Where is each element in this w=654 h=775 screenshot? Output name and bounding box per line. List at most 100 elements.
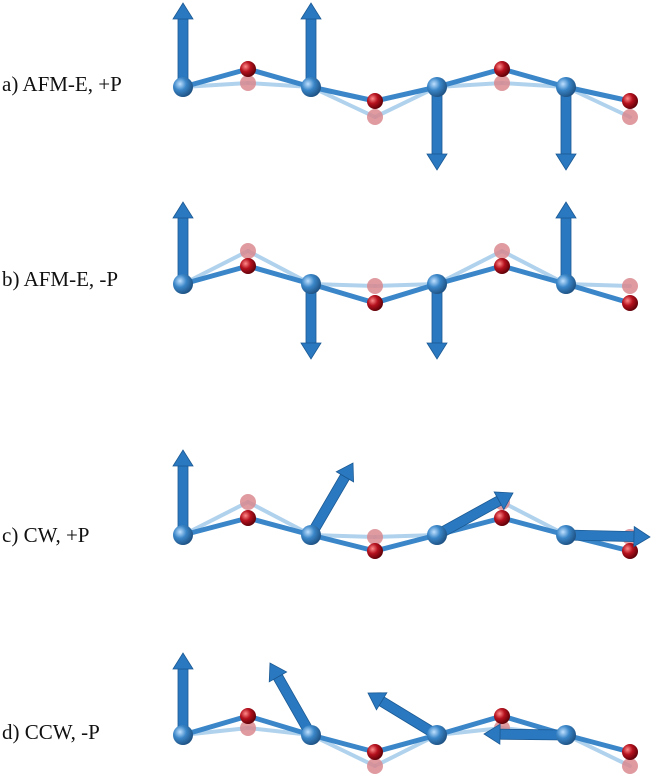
metal-atom bbox=[556, 525, 576, 545]
panel-d: d) CCW, -P bbox=[0, 645, 654, 775]
oxygen-ghost-atom bbox=[240, 243, 256, 259]
panel-d-label: d) CCW, -P bbox=[2, 720, 100, 744]
bond bbox=[373, 282, 439, 288]
arrow-head bbox=[172, 201, 194, 219]
oxygen-ghost-atom bbox=[240, 494, 256, 510]
oxygen-ghost-atom bbox=[622, 278, 638, 294]
bond bbox=[500, 500, 568, 537]
arrow-shaft bbox=[560, 86, 572, 155]
bond bbox=[563, 84, 633, 104]
bond bbox=[563, 281, 633, 306]
metal-atom bbox=[427, 725, 447, 745]
spin-arrow bbox=[300, 2, 322, 88]
oxygen-atom bbox=[367, 295, 383, 311]
oxygen-ghost-atom bbox=[240, 75, 256, 91]
arrow-head bbox=[335, 462, 354, 483]
metal-atom bbox=[556, 274, 576, 294]
spin-arrow bbox=[483, 723, 567, 745]
oxygen-ghost-atom bbox=[367, 109, 383, 125]
bond bbox=[564, 282, 632, 288]
metal-atom bbox=[301, 725, 321, 745]
bond bbox=[245, 263, 314, 287]
arrow-shaft bbox=[177, 465, 189, 536]
bond bbox=[372, 84, 440, 104]
arrow-shaft bbox=[565, 529, 635, 543]
oxygen-atom bbox=[622, 543, 638, 559]
spin-arrow bbox=[300, 283, 322, 360]
bond bbox=[245, 66, 314, 90]
panel-c: c) CW, +P bbox=[0, 445, 654, 585]
arrow-head bbox=[268, 662, 288, 683]
metal-atom bbox=[556, 77, 576, 97]
oxygen-atom bbox=[622, 744, 638, 760]
metal-atom bbox=[427, 274, 447, 294]
bond bbox=[246, 500, 313, 537]
oxygen-atom bbox=[240, 61, 256, 77]
arrow-head bbox=[172, 2, 194, 20]
bond bbox=[564, 85, 632, 119]
bond bbox=[499, 263, 569, 287]
arrow-head bbox=[172, 652, 194, 670]
arrow-shaft bbox=[431, 86, 443, 155]
spin-arrow bbox=[172, 2, 194, 88]
bond bbox=[308, 84, 378, 104]
oxygen-atom bbox=[240, 258, 256, 274]
oxygen-atom bbox=[622, 295, 638, 311]
panel-b-label: b) AFM-E, -P bbox=[2, 267, 119, 291]
bond bbox=[309, 85, 377, 119]
metal-atom bbox=[173, 274, 193, 294]
bond bbox=[180, 263, 251, 287]
bond bbox=[181, 500, 250, 537]
bond bbox=[434, 263, 505, 287]
panel-b-structure bbox=[172, 201, 638, 360]
bond bbox=[308, 281, 378, 306]
arrow-head bbox=[555, 201, 577, 219]
spin-arrow bbox=[172, 449, 194, 536]
spin-arrow bbox=[426, 86, 448, 171]
oxygen-ghost-atom bbox=[240, 720, 256, 736]
spin-arrow bbox=[426, 283, 448, 360]
metal-atom bbox=[301, 77, 321, 97]
bond bbox=[308, 732, 378, 755]
oxygen-ghost-atom bbox=[367, 278, 383, 294]
oxygen-atom bbox=[240, 708, 256, 724]
spin-arrow bbox=[555, 201, 577, 285]
bond bbox=[308, 532, 378, 554]
bond bbox=[372, 732, 440, 755]
oxygen-atom bbox=[494, 510, 510, 526]
spin-arrow bbox=[555, 86, 577, 171]
arrow-head bbox=[300, 2, 322, 20]
metal-atom bbox=[427, 525, 447, 545]
bond bbox=[499, 66, 569, 90]
oxygen-ghost-atom bbox=[494, 75, 510, 91]
arrow-head bbox=[555, 153, 577, 171]
oxygen-atom bbox=[494, 258, 510, 274]
panel-c-structure bbox=[172, 449, 651, 559]
oxygen-atom bbox=[494, 708, 510, 724]
metal-atom bbox=[427, 77, 447, 97]
oxygen-atom bbox=[494, 61, 510, 77]
metal-atom bbox=[556, 725, 576, 745]
spin-arrow bbox=[172, 652, 194, 736]
bond bbox=[434, 713, 505, 738]
oxygen-atom bbox=[367, 543, 383, 559]
panel-d-structure bbox=[172, 652, 638, 774]
panel-b: b) AFM-E, -P bbox=[0, 195, 654, 385]
oxygen-atom bbox=[240, 510, 256, 526]
oxygen-atom bbox=[622, 93, 638, 109]
metal-atom bbox=[173, 525, 193, 545]
arrow-head bbox=[300, 342, 322, 360]
oxygen-ghost-atom bbox=[622, 109, 638, 125]
spin-arrow bbox=[172, 201, 194, 285]
bond bbox=[372, 532, 440, 554]
bond bbox=[245, 713, 314, 738]
metal-atom bbox=[301, 525, 321, 545]
panel-a: a) AFM-E, +P bbox=[0, 0, 654, 190]
arrow-head bbox=[483, 723, 501, 745]
oxygen-ghost-atom bbox=[622, 758, 638, 774]
panel-c-label: c) CW, +P bbox=[2, 523, 90, 547]
bond bbox=[309, 282, 377, 288]
metal-atom bbox=[173, 725, 193, 745]
arrow-head bbox=[367, 692, 388, 711]
arrow-head bbox=[172, 449, 194, 467]
